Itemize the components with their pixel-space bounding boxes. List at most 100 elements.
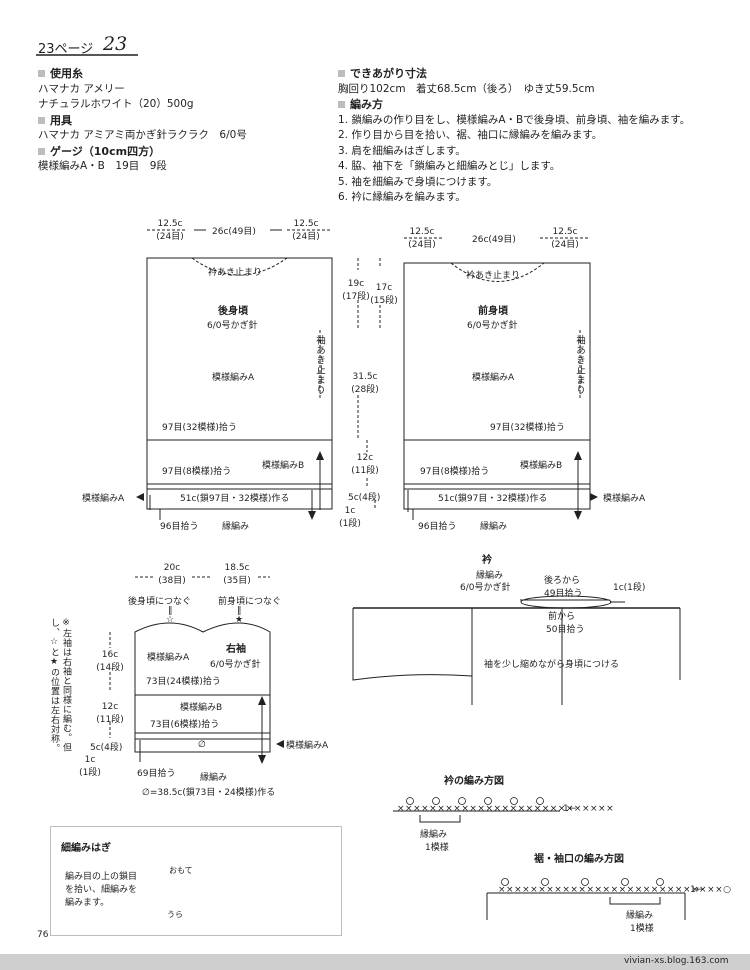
- seam-desc-0: 編み目の上の鎖目: [65, 872, 138, 882]
- sleeve-eq-right: ‖: [237, 606, 242, 616]
- sleeve-border-right: 模様編みA: [286, 741, 329, 751]
- sleeve-join-back: 後身頃につなぐ: [128, 597, 192, 607]
- materials-section: 使用糸 ハマナカ アメリー ナチュラルホワイト（20）500g 用具 ハマナカ …: [38, 66, 247, 175]
- front-top-mid-dim: 26c(49目): [472, 235, 516, 245]
- sleeve-h16: 16c(14段): [96, 650, 124, 673]
- yarn-heading: 使用糸: [38, 66, 247, 82]
- front-edging: 縁編み: [480, 522, 508, 532]
- star-open-icon: ☆: [166, 615, 175, 625]
- hem-chart-title: 裾・袖口の編み方図: [534, 854, 624, 865]
- collar-from-front: 前から: [548, 612, 576, 622]
- back-top-right-dim: 12.5c(24目): [292, 219, 320, 242]
- back-border-left: 模様編みA: [82, 494, 125, 504]
- collar-one-c: 1c(1段): [613, 583, 646, 593]
- back-chain: 51c(鎖97目・32模様)作る: [180, 494, 290, 504]
- yarn-line-2: ナチュラルホワイト（20）500g: [38, 98, 194, 110]
- back-title: 後身頃: [218, 306, 248, 317]
- bullet-square-icon: [38, 70, 45, 77]
- sleeve-join-front: 前身頃につなぐ: [218, 597, 282, 607]
- front-pattern-b: 模様編みB: [520, 461, 563, 471]
- footer-bar: [0, 954, 750, 970]
- sleeve-outline: [134, 622, 271, 753]
- collar-back-st: 49目拾う: [544, 589, 583, 599]
- method-step: 4. 脇、袖下を「鎖編みと細編みとじ」します。: [338, 160, 561, 172]
- yarn-line-1: ハマナカ アメリー: [38, 82, 125, 95]
- seam-info-box: 細編みはぎ 編み目の上の鎖目 を拾い、細編みを 編みます。 おもて うら: [50, 826, 342, 936]
- front-top-right-dim: 12.5c(24目): [551, 227, 579, 250]
- seam-desc-2: を拾い、細編みを: [65, 885, 138, 895]
- bullet-square-icon: [38, 147, 45, 155]
- bullet-square-icon: [38, 116, 45, 124]
- sleeve-h5: 5c(4段): [90, 743, 123, 753]
- finished-heading: できあがり寸法: [338, 66, 690, 82]
- back-pick-96: 96目拾う: [160, 522, 199, 532]
- front-pattern-a: 模様編みA: [472, 373, 515, 383]
- dim-5c: 5c(4段): [348, 493, 381, 503]
- front-chain: 51c(鎖97目・32模様)作る: [438, 494, 548, 504]
- seam-front-label: おもて: [169, 866, 193, 875]
- dim-19c: 19c(17段): [342, 279, 370, 302]
- front-body-outline: [403, 262, 591, 510]
- collar-chart-row-mark: 1←: [563, 804, 577, 814]
- back-hook: 6/0号かぎ針: [207, 321, 258, 331]
- collar-chart-label2: 1模様: [425, 843, 449, 853]
- bullet-square-icon: [338, 101, 345, 108]
- sleeve-pick-69: 69目拾う: [137, 769, 176, 779]
- back-pattern-b: 模様編みB: [262, 461, 305, 471]
- back-body-outline: [146, 257, 333, 510]
- front-pick-96: 96目拾う: [418, 522, 457, 532]
- dim-31-5c: 31.5c(28段): [351, 372, 379, 395]
- collar-edging: 縁編み: [476, 571, 504, 581]
- sleeve-h1: 1c(1段): [79, 755, 101, 778]
- collar-chart-label1: 縁編み: [420, 830, 448, 840]
- back-top-mid-dim: 26c(49目): [212, 227, 256, 237]
- pattern-number: 23: [103, 33, 128, 55]
- seam-title: 細編みはぎ: [61, 843, 111, 854]
- dim-1c: 1c(1段): [339, 506, 361, 529]
- sleeve-edging: 縁編み: [200, 773, 228, 783]
- collar-chart-title: 衿の編み方図: [444, 776, 504, 787]
- site-watermark: vivian-xs.blog.163.com: [624, 956, 729, 966]
- back-pick-97b: 97目(8模様)拾う: [162, 467, 232, 477]
- front-side-open: 袖あき止まり: [574, 335, 585, 395]
- method-step: 1. 鎖編みの作り目をし、模様編みA・Bで後身頃、前身頃、袖を編みます。: [338, 113, 691, 126]
- front-top-left-dim: 12.5c(24目): [408, 227, 436, 250]
- dim-17c: 17c(15段): [370, 283, 398, 306]
- sleeve-note: ※左袖は右袖と同様に編む。但し、☆と★の位置は左右対称。: [49, 618, 71, 753]
- dim-12c: 12c(11段): [351, 453, 379, 476]
- sleeve-footnote: ∅=38.5c(鎖73目・24模様)作る: [142, 788, 276, 798]
- hem-chart-label2: 1模様: [630, 924, 654, 934]
- gauge-heading: ゲージ（10cm四方）: [38, 144, 247, 160]
- front-hook: 6/0号かぎ針: [467, 321, 518, 331]
- back-pick-97: 97目(32模様)拾う: [162, 423, 237, 433]
- page-label: 23ページ: [38, 42, 94, 57]
- tools-heading: 用具: [38, 113, 247, 129]
- sleeve-pattern-a: 模様編みA: [147, 653, 190, 663]
- collar-hook: 6/0号かぎ針: [460, 583, 511, 593]
- front-border-right: 模様編みA: [603, 494, 646, 504]
- front-neck-stop: 衿あき止まり: [466, 271, 521, 281]
- gauge-line: 模様編みA・B 19目 9段: [38, 160, 167, 172]
- method-step: 3. 肩を細編みはぎします。: [338, 144, 466, 157]
- sleeve-h12: 12c(11段): [96, 702, 124, 725]
- sleeve-w20: 20c(38目): [158, 563, 186, 586]
- method-step: 5. 袖を細編みで身頃につけます。: [338, 175, 498, 188]
- star-filled-icon: ★: [235, 615, 244, 625]
- finished-line: 胸回り102cm 着丈68.5cm（後ろ） ゆき丈59.5cm: [338, 82, 595, 95]
- sleeve-pick-73: 73目(24模様)拾う: [146, 677, 221, 687]
- back-edging: 縁編み: [222, 522, 250, 532]
- seam-back-label: うら: [167, 910, 183, 919]
- method-section: できあがり寸法 胸回り102cm 着丈68.5cm（後ろ） ゆき丈59.5cm …: [338, 66, 690, 206]
- sleeve-phi: ∅: [198, 740, 206, 750]
- seam-desc-3: 編みます。: [65, 898, 110, 908]
- front-title: 前身頃: [478, 306, 508, 317]
- collar-front-st: 50目拾う: [546, 625, 585, 635]
- front-pick-97: 97目(32模様)拾う: [490, 423, 565, 433]
- collar-title: 衿: [482, 555, 492, 566]
- hem-chart-label1: 縁編み: [626, 911, 654, 921]
- collar-from-back: 後ろから: [544, 576, 581, 586]
- tools-line: ハマナカ アミアミ両かぎ針ラクラク 6/0号: [38, 129, 247, 141]
- sleeve-eq-left: ‖: [168, 606, 173, 616]
- method-step: 6. 衿に縁編みを編みます。: [338, 191, 466, 203]
- sleeve-hook: 6/0号かぎ針: [210, 660, 261, 670]
